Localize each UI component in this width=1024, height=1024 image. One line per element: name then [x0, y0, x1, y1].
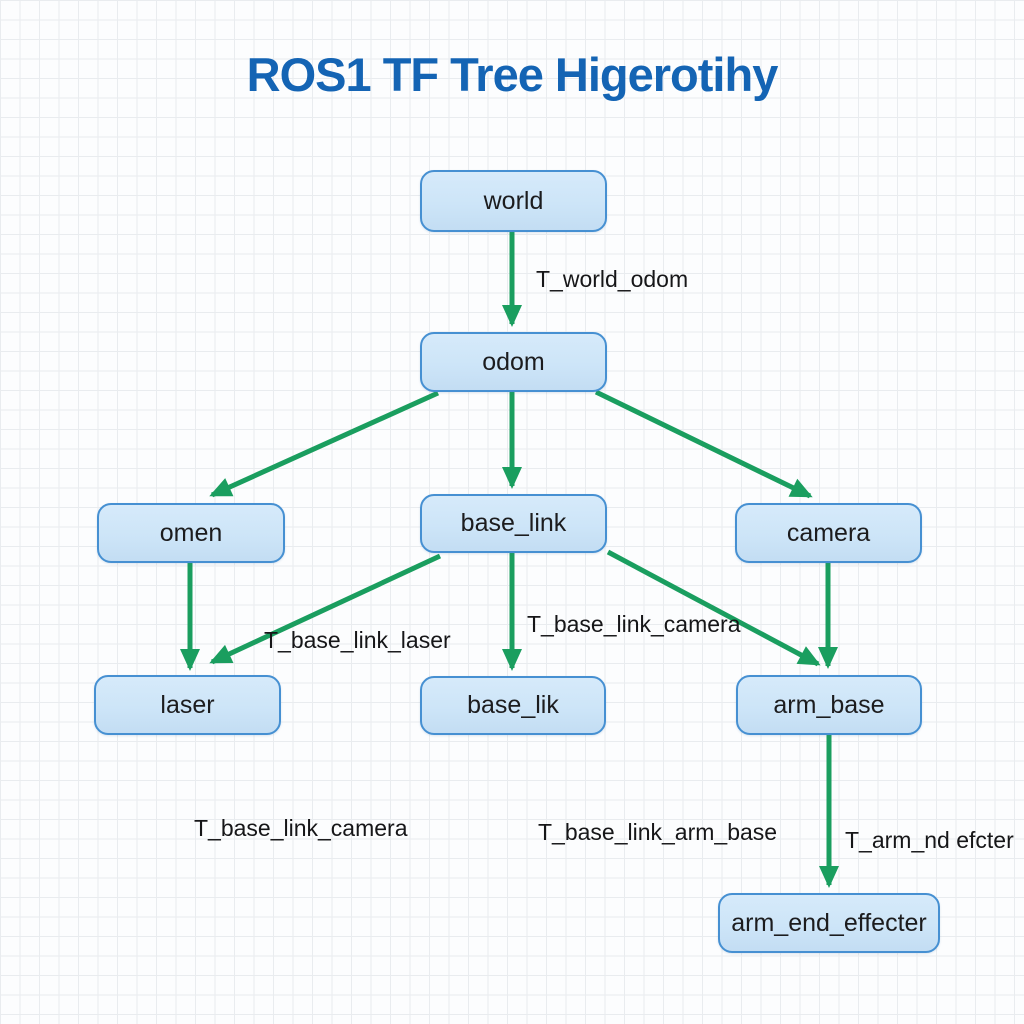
node-omen: omen — [97, 503, 285, 563]
node-world: world — [420, 170, 607, 232]
node-arm-end-effecter: arm_end_effecter — [718, 893, 940, 953]
edge-odom-camera — [594, 389, 813, 499]
node-laser: laser — [94, 675, 281, 735]
node-odom: odom — [420, 332, 607, 392]
edge-label-base-link-camera-lower: T_base_link_camera — [194, 815, 408, 841]
edge-label-arm-nd-efcter: T_arm_nd efcter — [845, 827, 1014, 853]
node-base-link: base_link — [420, 494, 607, 553]
node-camera: camera — [735, 503, 922, 563]
edge-label-base-link-camera-upper: T_base_link_camera — [527, 611, 741, 637]
edge-label-world-odom: T_world_odom — [536, 266, 689, 292]
page-title: ROS1 TF Tree Higerotihy — [246, 48, 779, 101]
node-base-lik: base_lik — [420, 676, 606, 735]
edge-odom-omen — [209, 390, 440, 498]
edge-base-link-arm-base — [606, 549, 821, 667]
edge-label-base-link-laser: T_base_link_laser — [264, 627, 451, 653]
edge-label-base-link-arm-base: T_base_link_arm_base — [538, 819, 778, 845]
edge-base-link-laser — [209, 553, 442, 665]
node-arm-base: arm_base — [736, 675, 922, 735]
